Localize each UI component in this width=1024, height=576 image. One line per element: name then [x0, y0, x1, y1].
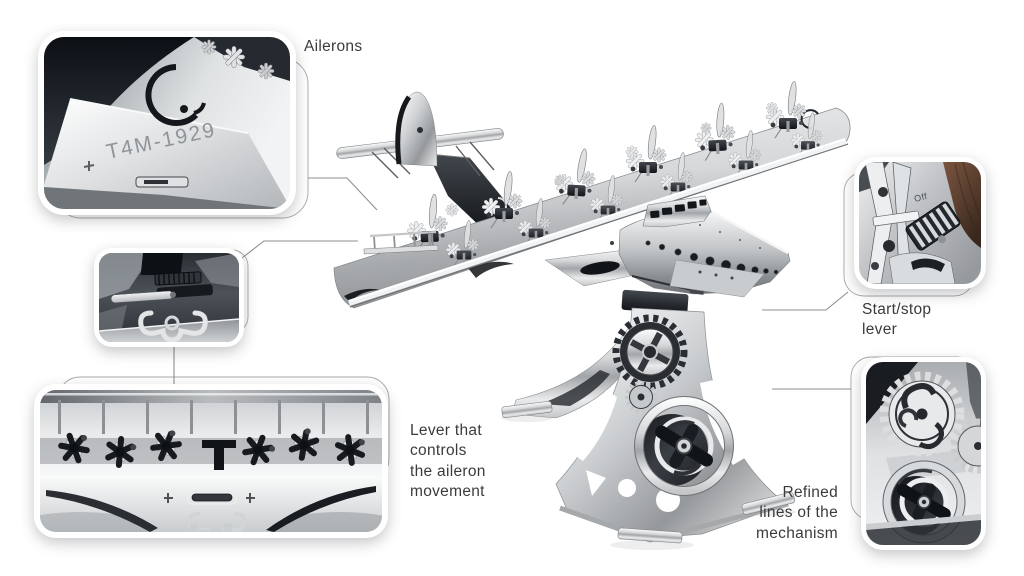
ailerons-wingtip-photo: T4M-1929 [44, 37, 290, 209]
hull [544, 195, 791, 298]
refined-lines-label: Refined lines of the mechanism [756, 484, 838, 542]
stand-main-gear [612, 314, 688, 390]
callout-engine-row [34, 384, 388, 538]
callout-stand-gears [861, 357, 986, 550]
ailerons-label: Ailerons [304, 38, 363, 55]
callout-ailerons-wingtip: T4M-1929 [38, 31, 296, 215]
start-stop-label: Start/stop lever [862, 301, 932, 339]
callout-start-stop-lever: Off [854, 157, 986, 289]
wingtip-railing [363, 230, 439, 255]
off-engraving: Off [913, 191, 928, 204]
display-stand [501, 289, 796, 550]
stand-balance-wheel [634, 396, 734, 496]
start-stop-lever-photo: Off [859, 162, 981, 284]
ornate-gear [879, 371, 965, 457]
stand-gears-photo [866, 362, 981, 545]
striped-lever [905, 201, 961, 251]
wing-leading-edge [348, 137, 849, 308]
leader-line-lever [241, 240, 358, 259]
engine-row-photo [40, 390, 382, 532]
callout-aileron-control-lever [94, 248, 244, 347]
leader-line-startstop [762, 291, 849, 311]
aileron-lever-photo [99, 253, 239, 342]
aileron-lever-label: Lever that controls the aileron movement [410, 422, 486, 501]
leader-line-ailerons [308, 177, 378, 211]
